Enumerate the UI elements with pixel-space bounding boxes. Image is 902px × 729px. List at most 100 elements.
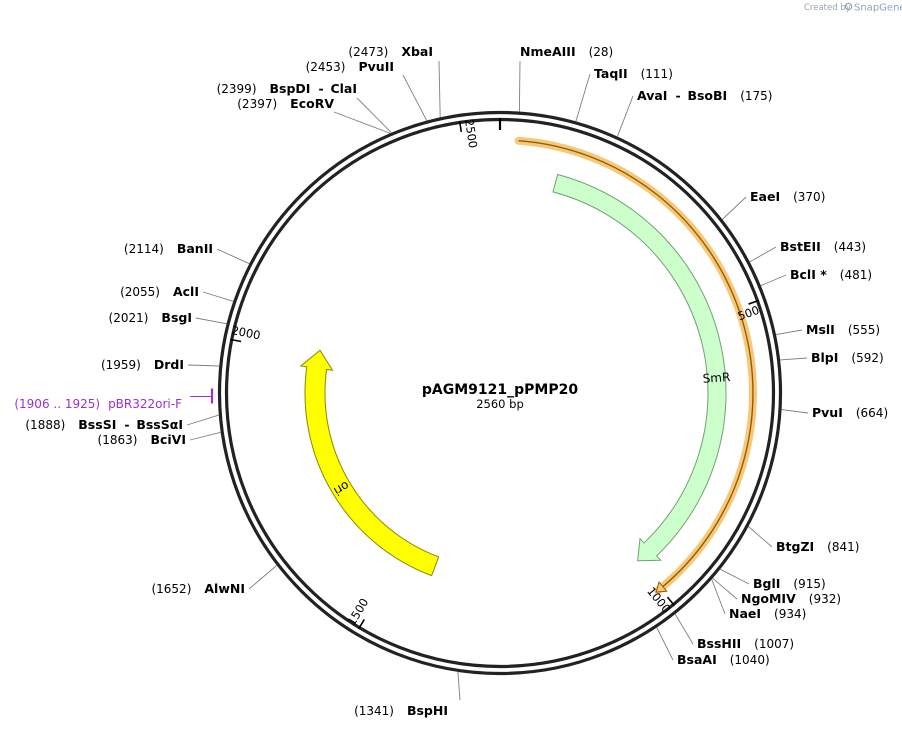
site-position: (592) (851, 351, 883, 365)
site-name: NmeAIII (520, 44, 576, 59)
site-position: (1652) (151, 582, 191, 596)
site-name-secondary: BssSαI (136, 417, 183, 432)
restriction-site[interactable]: NmeAIII(28) (518, 44, 613, 112)
site-leader-line (748, 526, 773, 548)
restriction-site[interactable]: (2473) XbaI (348, 44, 441, 118)
tick-label: 2500 (462, 118, 480, 149)
restriction-site[interactable]: BtgZI (841) (748, 526, 859, 555)
site-position: (443) (834, 240, 866, 254)
site-leader-line (781, 409, 809, 414)
snapgene-credit: Created by SnapGene (804, 3, 902, 14)
site-separator: - (675, 88, 680, 103)
site-position: (1341) (354, 704, 394, 718)
restriction-site[interactable]: MslI(555) (775, 322, 880, 337)
backbone-outer-strand (217, 110, 783, 676)
restriction-site[interactable]: BglI(915) (719, 568, 826, 591)
restriction-site[interactable]: NgoMIV (932) (712, 577, 841, 606)
site-name: BlpI (811, 350, 838, 365)
tick-label: 1500 (344, 596, 371, 628)
site-leader-line (189, 431, 221, 441)
feature-label-smr-cds: SmR (702, 370, 731, 386)
site-position: (934) (774, 607, 806, 621)
primer-range: (1906 .. 1925) (14, 397, 100, 411)
site-separator: - (318, 81, 323, 96)
restriction-site[interactable]: BssHII(1007) (674, 613, 794, 651)
restriction-site[interactable]: PvuI(664) (781, 405, 889, 420)
restriction-site[interactable]: NaeI (934) (711, 579, 807, 621)
site-leader-line (202, 291, 234, 302)
tick-mark (458, 120, 463, 132)
site-leader-line (775, 329, 803, 336)
restriction-sites-layer: NmeAIII(28)TaqII(111)AvaI-BsoBI(175)EaeI… (25, 44, 888, 718)
site-position: (2114) (124, 242, 164, 256)
plasmid-length: 2560 bp (476, 397, 524, 411)
restriction-site[interactable]: BstEII(443) (749, 239, 866, 263)
site-position: (2399) (217, 82, 257, 96)
site-name: DrdI (154, 357, 184, 372)
site-name: BtgZI (776, 539, 814, 554)
site-name: AvaI (637, 88, 667, 103)
site-separator: - (124, 417, 129, 432)
site-leader-line (518, 60, 521, 112)
site-name: XbaI (401, 44, 433, 59)
restriction-site[interactable]: TaqII(111) (575, 66, 673, 122)
restriction-site[interactable]: BsaAI(1040) (656, 627, 770, 668)
site-position: (664) (856, 406, 888, 420)
feature-label-ori: ori (331, 478, 352, 498)
restriction-site[interactable]: (2114) BanII (124, 241, 250, 265)
restriction-site[interactable]: (2453)PvuII (306, 59, 428, 121)
restriction-site[interactable]: BlpI (592) (779, 350, 884, 365)
restriction-site[interactable]: BclI *(481) (760, 267, 872, 287)
snapgene-logo-icon (844, 2, 853, 11)
tick-label: 500 (736, 303, 761, 324)
feature-arrow-smr-cds[interactable] (552, 173, 727, 562)
site-name: AlwNI (204, 581, 245, 596)
restriction-site[interactable]: AvaI-BsoBI (175) (616, 88, 772, 137)
restriction-site[interactable]: (1341)BspHI (354, 671, 461, 718)
restriction-site[interactable]: (1888)BssSI-BssSαI (25, 414, 220, 432)
site-name: BanII (177, 241, 213, 256)
restriction-site[interactable]: (2055)AclI (120, 284, 234, 302)
site-name: NaeI (729, 606, 761, 621)
feature-highlight-layer (514, 136, 757, 595)
site-position: (175) (740, 89, 772, 103)
restriction-site[interactable]: (1863) BciVI (98, 431, 221, 447)
site-leader-line (712, 577, 738, 600)
credit-brand: SnapGene (854, 3, 902, 14)
feature-arrow-ori[interactable] (299, 349, 440, 577)
site-position: (932) (809, 592, 841, 606)
site-name: BclI * (790, 267, 827, 282)
site-name-secondary: BsoBI (687, 88, 727, 103)
site-name: AclI (173, 284, 199, 299)
site-name: EcoRV (290, 96, 334, 111)
tick-mark (230, 338, 242, 343)
site-name: BciVI (150, 432, 186, 447)
site-position: (2021) (109, 311, 149, 325)
tick-label: 2000 (230, 323, 261, 342)
site-leader-line (721, 196, 747, 220)
site-leader-line (711, 579, 726, 615)
primer-name: pBR322ori-F (108, 397, 182, 411)
features-layer: SmR ori (299, 173, 731, 577)
site-leader-line (356, 97, 392, 134)
restriction-site[interactable]: (1652) AlwNI (151, 565, 278, 596)
restriction-site[interactable]: (2021)BsgI (109, 310, 227, 325)
site-name: NgoMIV (741, 591, 796, 606)
site-position: (841) (827, 540, 859, 554)
restriction-site[interactable]: (2397)EcoRV (237, 96, 391, 134)
site-leader-line (575, 73, 591, 122)
plasmid-center-label: pAGM9121_pPMP20 2560 bp (422, 382, 578, 411)
site-name: BspDI (270, 81, 311, 96)
restriction-site[interactable]: (2399)BspDI-ClaI (217, 81, 392, 134)
site-leader-line (760, 274, 787, 287)
restriction-site[interactable]: (1959)DrdI (101, 357, 220, 372)
restriction-site[interactable]: EaeI(370) (721, 189, 825, 220)
site-position: (1863) (98, 433, 138, 447)
credit-prefix: Created by (804, 3, 851, 13)
site-position: (2473) (348, 45, 388, 59)
smr-highlight-line (518, 140, 754, 592)
site-position: (2453) (306, 60, 346, 74)
tick-mark (357, 619, 365, 630)
site-position: (555) (848, 323, 880, 337)
